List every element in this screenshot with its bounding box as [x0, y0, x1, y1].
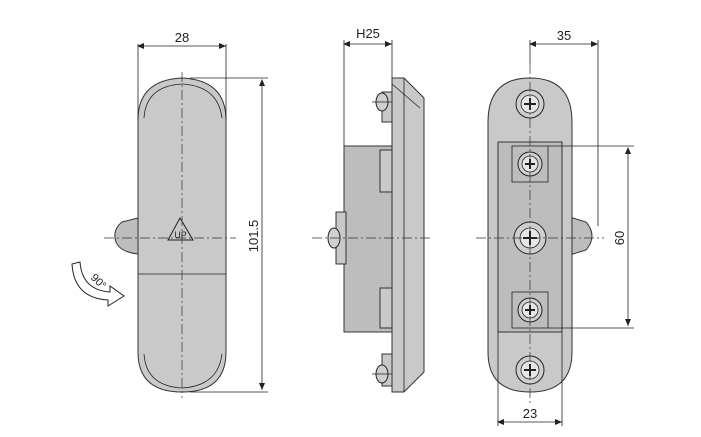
up-mark-label: UP: [174, 230, 187, 240]
dim-h25: H25: [356, 26, 380, 41]
dim-23: 23: [523, 406, 537, 421]
up-triangle-icon: [167, 216, 194, 241]
dim-width-28: 28: [175, 30, 189, 45]
front-view: UP 28 101.5 90°: [71, 30, 268, 398]
side-view: H25: [312, 26, 432, 393]
dim-height-101-5: 101.5: [246, 220, 261, 253]
front-lever: [114, 217, 139, 255]
rotation-arrow-icon: [71, 261, 125, 307]
dim-35: 35: [557, 28, 571, 43]
back-view: 35 60 23: [476, 28, 634, 426]
side-faceplate: [391, 77, 425, 393]
dim-60: 60: [612, 231, 627, 245]
